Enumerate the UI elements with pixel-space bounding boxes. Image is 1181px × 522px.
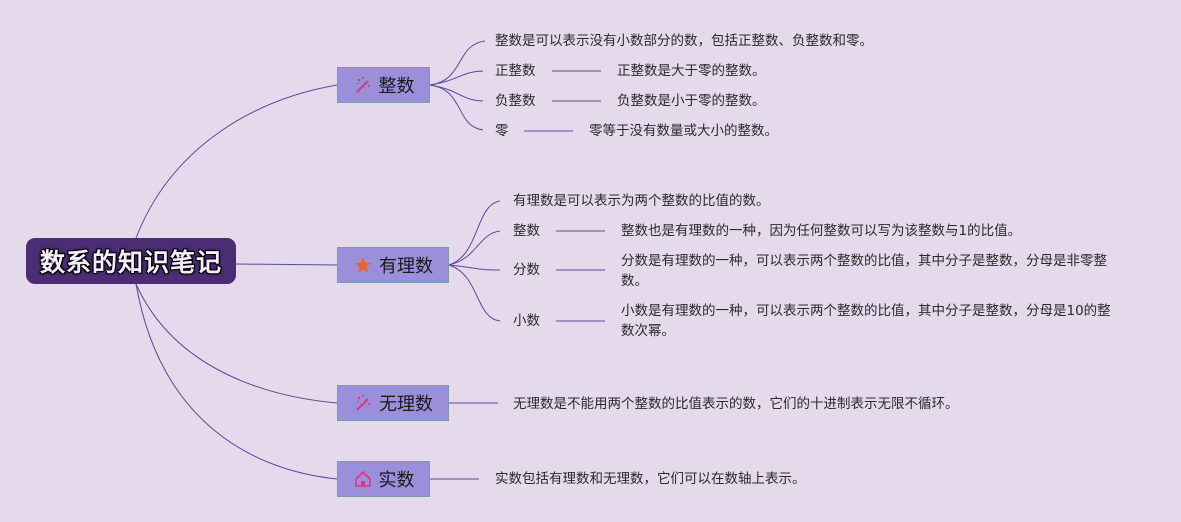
- connector-rat-int: [448, 230, 501, 266]
- connector-int-pos: [429, 70, 484, 86]
- branch-irrational[interactable]: 无理数: [337, 385, 449, 421]
- star-icon: [353, 255, 373, 275]
- leaf-text: 零等于没有数量或大小的整数。: [589, 123, 778, 139]
- leaf-label: 零: [495, 123, 509, 139]
- leaf-label: 整数: [513, 223, 540, 239]
- leaf-text: 实数包括有理数和无理数，它们可以在数轴上表示。: [495, 471, 806, 487]
- leaf-label: 负整数: [495, 93, 536, 109]
- leaf-text: 正整数是大于零的整数。: [617, 63, 766, 79]
- leaf-text: 整数是可以表示没有小数部分的数，包括正整数、负整数和零。: [495, 33, 873, 49]
- leaf-text: 无理数是不能用两个整数的比值表示的数，它们的十进制表示无限不循环。: [513, 396, 959, 412]
- branch-integers[interactable]: 整数: [337, 67, 430, 103]
- leaf-text: 分数是有理数的一种，可以表示两个整数的比值，其中分子是整数，分母是非零整数。: [621, 253, 1107, 289]
- root-title: 数系的知识笔记: [39, 248, 222, 277]
- leaf-text: 整数也是有理数的一种，因为任何整数可以写为该整数与1的比值。: [621, 223, 1022, 239]
- connector-int-zero: [429, 84, 484, 131]
- branch-real[interactable]: 实数: [337, 461, 430, 497]
- leaf-text: 有理数是可以表示为两个整数的比值的数。: [513, 193, 770, 209]
- branch-label: 整数: [378, 76, 415, 97]
- branch-label: 无理数: [379, 394, 433, 415]
- branch-label: 实数: [378, 470, 415, 491]
- connector-root-rational: [235, 263, 338, 266]
- connector-rat-frac: [448, 264, 501, 271]
- home-icon: [353, 469, 373, 489]
- magic-wand-icon: [353, 75, 373, 95]
- leaf-label: 小数: [513, 313, 540, 329]
- connector-rat-dec: [448, 264, 501, 322]
- leaf-text: 负整数是小于零的整数。: [617, 93, 766, 109]
- branch-rational[interactable]: 有理数: [337, 247, 449, 283]
- branch-label: 有理数: [379, 256, 433, 277]
- connector-int-def: [429, 40, 486, 86]
- connector-root-real: [135, 283, 338, 480]
- magic-wand-icon: [353, 393, 373, 413]
- connector-root-irrational: [135, 283, 338, 404]
- connector-rat-def: [448, 200, 501, 266]
- root-topic[interactable]: 数系的知识笔记: [26, 238, 236, 284]
- leaf-label: 正整数: [495, 63, 536, 79]
- leaf-label: 分数: [513, 262, 540, 278]
- leaf-text: 小数是有理数的一种，可以表示两个整数的比值，其中分子是整数，分母是10的整数次幂…: [621, 303, 1111, 339]
- connector-root-integers: [135, 84, 338, 239]
